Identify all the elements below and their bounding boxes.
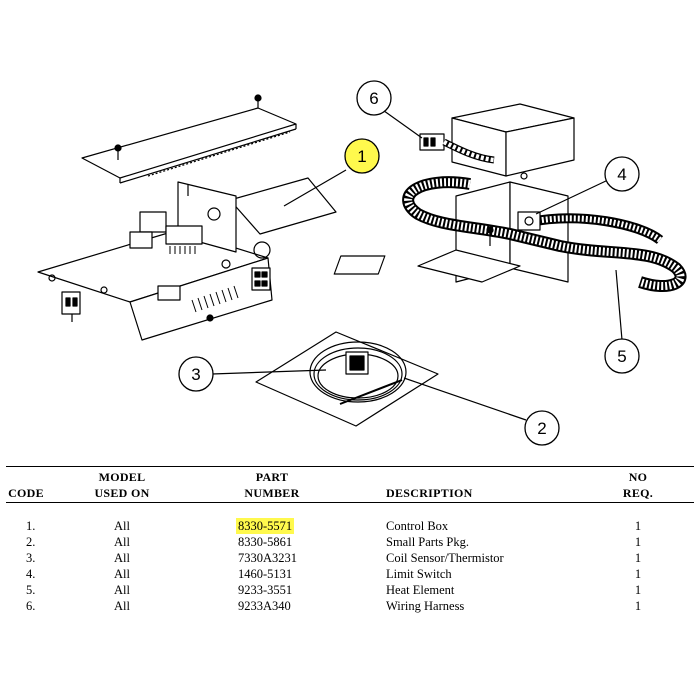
row-model: All: [114, 551, 130, 565]
row-req: 1: [634, 535, 642, 549]
row-description: Wiring Harness: [386, 599, 465, 613]
row-req: 1: [634, 551, 642, 565]
table-row: 4. All 1460-5131 Limit Switch 1: [6, 566, 694, 582]
header-part-line1: PART: [255, 470, 289, 484]
row-code: 5.: [26, 583, 36, 597]
row-model: All: [114, 567, 130, 581]
row-code: 4.: [26, 567, 36, 581]
header-code: CODE: [8, 486, 44, 500]
row-req: 1: [634, 583, 642, 597]
header-part-line2: NUMBER: [244, 486, 300, 500]
table-row: 2. All 8330-5861 Small Parts Pkg. 1: [6, 534, 694, 550]
small-parts-package-drawing: [255, 331, 439, 427]
header-description: DESCRIPTION: [386, 486, 473, 500]
row-part-number: 9233A340: [238, 599, 291, 613]
row-model: All: [114, 583, 130, 597]
row-part-number: 8330-5861: [238, 535, 293, 549]
callout-6: 6: [356, 80, 392, 116]
row-req: 1: [634, 567, 642, 581]
callout-4-label: 4: [617, 165, 626, 184]
callout-6-label: 6: [369, 89, 378, 108]
row-code: 2.: [26, 535, 36, 549]
callout-1: 1: [344, 138, 380, 174]
row-description: Heat Element: [386, 583, 455, 597]
row-code: 1.: [26, 519, 36, 533]
header-model-line1: MODEL: [98, 470, 146, 484]
row-model: All: [114, 599, 130, 613]
row-description: Control Box: [386, 519, 449, 533]
row-code: 6.: [26, 599, 36, 613]
row-part-number: 1460-5131: [238, 567, 293, 581]
header-model-line2: USED ON: [94, 486, 150, 500]
table-top-rule: [6, 466, 694, 467]
table-row: 6. All 9233A340 Wiring Harness 1: [6, 598, 694, 614]
exploded-parts-diagram: 1 2 3 4 5 6: [37, 80, 687, 446]
heat-element-drawing: [333, 176, 687, 292]
control-box-drawing: [37, 94, 337, 341]
callout-1-label: 1: [357, 147, 366, 166]
row-req: 1: [634, 599, 642, 613]
table-header-rule: [6, 502, 694, 503]
row-part-number: 9233-3551: [238, 583, 293, 597]
callout-3: 3: [178, 356, 214, 392]
row-description: Limit Switch: [386, 567, 452, 581]
table-row: 3. All 7330A3231 Coil Sensor/Thermistor …: [6, 550, 694, 566]
header-req-line2: REQ.: [622, 486, 654, 500]
header-req-line1: NO: [628, 470, 648, 484]
row-part-number: 7330A3231: [238, 551, 298, 565]
callout-5-label: 5: [617, 347, 626, 366]
table-row: 5. All 9233-3551 Heat Element 1: [6, 582, 694, 598]
row-model: All: [114, 519, 130, 533]
callout-2: 2: [524, 410, 560, 446]
wiring-harness-drawing: [419, 103, 575, 180]
row-description: Coil Sensor/Thermistor: [386, 551, 504, 565]
callout-4: 4: [604, 156, 640, 192]
callout-5: 5: [604, 338, 640, 374]
row-req: 1: [634, 519, 642, 533]
row-model: All: [114, 535, 130, 549]
callout-3-label: 3: [191, 365, 200, 384]
row-part-number-highlighted: 8330-5571: [236, 518, 295, 534]
table-row: 1. All 8330-5571 Control Box 1: [6, 518, 694, 534]
callout-2-label: 2: [537, 419, 546, 438]
row-description: Small Parts Pkg.: [386, 535, 469, 549]
row-code: 3.: [26, 551, 36, 565]
